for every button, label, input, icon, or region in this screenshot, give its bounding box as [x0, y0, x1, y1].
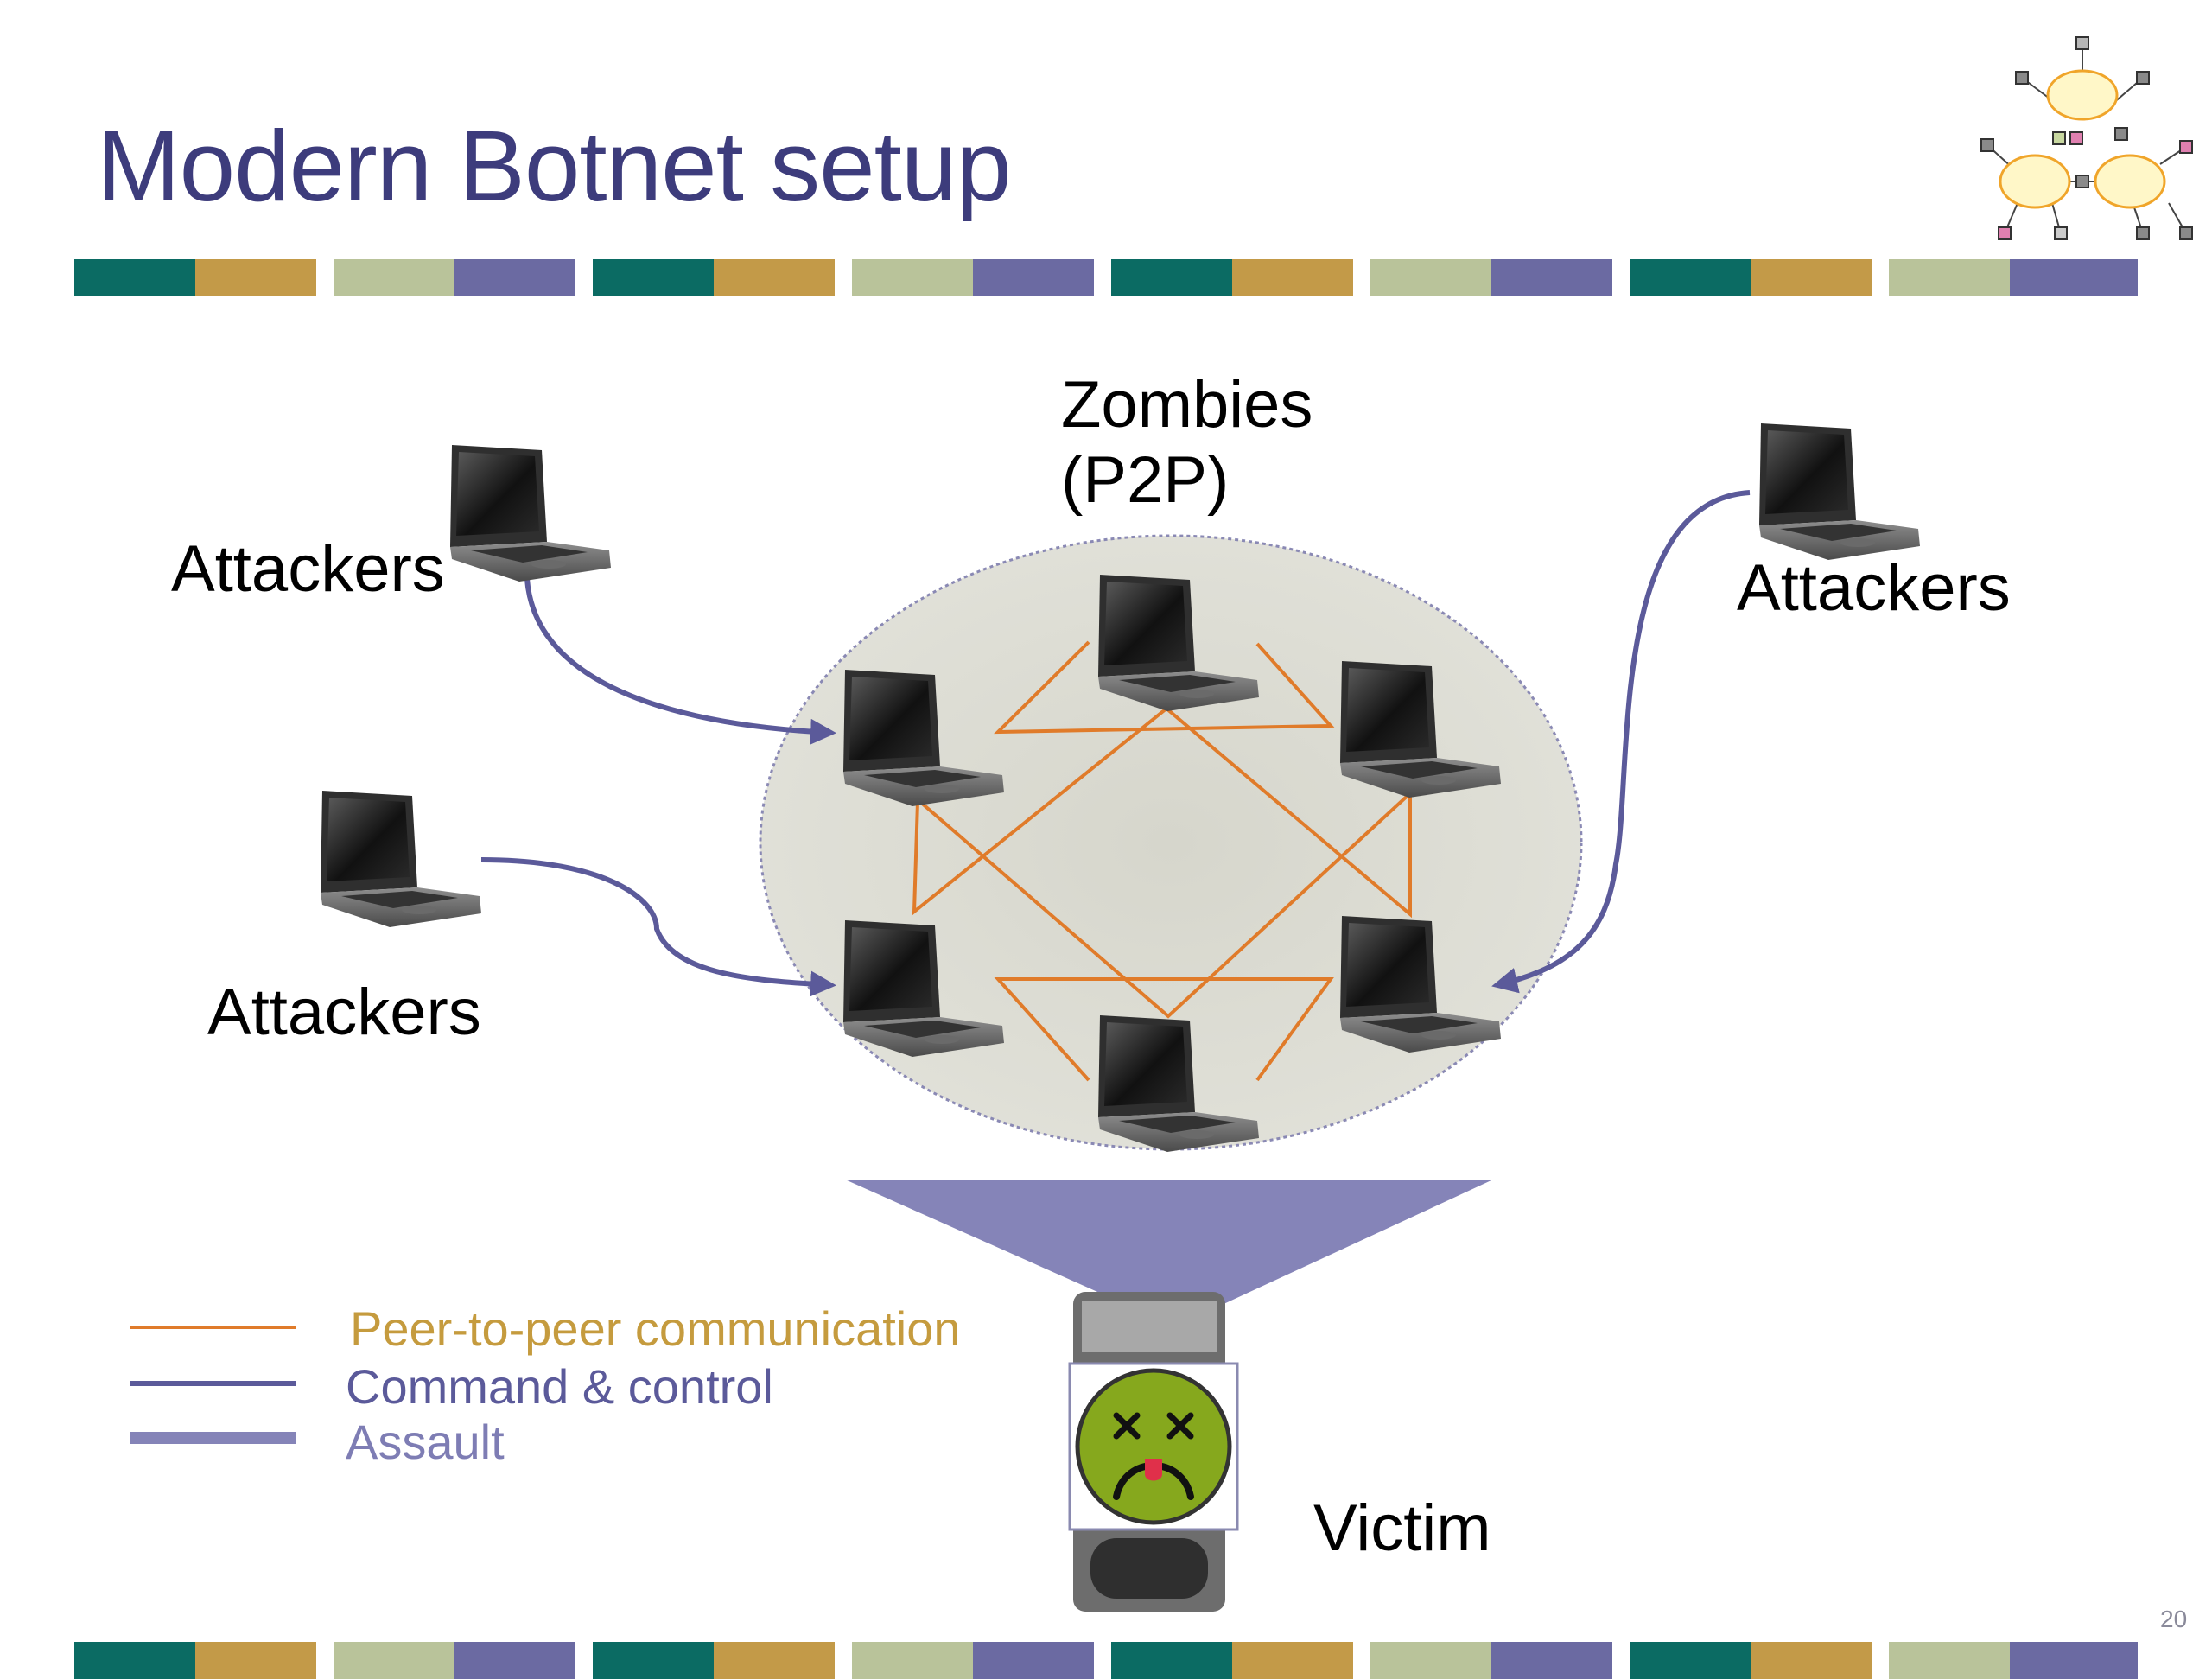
network-logo-icon: [1980, 36, 2193, 240]
decorative-bar-top: [74, 259, 2138, 296]
p2p-links: [912, 640, 1412, 1082]
attacker-laptop-right: [1759, 423, 1920, 560]
slide-title: Modern Botnet setup: [97, 110, 1012, 222]
attackers-label-right: Attackers: [1737, 551, 2011, 625]
zombies-label-line2: (P2P): [1061, 443, 1230, 517]
zombies-label-line1: Zombies: [1061, 368, 1313, 442]
legend-c2-label: Command & control: [346, 1359, 773, 1414]
attackers-label-left: Attackers: [207, 976, 481, 1049]
victim-label: Victim: [1313, 1491, 1491, 1565]
attacker-laptop-top-left: [450, 445, 611, 582]
legend-p2p-label: Peer-to-peer communication: [350, 1301, 961, 1356]
attackers-label-top-left: Attackers: [171, 532, 445, 606]
attacker-laptop-left: [321, 791, 481, 927]
sad-face-server-icon: [1068, 1292, 1239, 1612]
page-number: 20: [2160, 1606, 2188, 1632]
c2-links: [480, 490, 1751, 997]
assault-funnel: [845, 1180, 1493, 1326]
zombies-label: Zombies (P2P): [1061, 367, 1313, 518]
legend-assault-label: Assault: [346, 1415, 505, 1469]
